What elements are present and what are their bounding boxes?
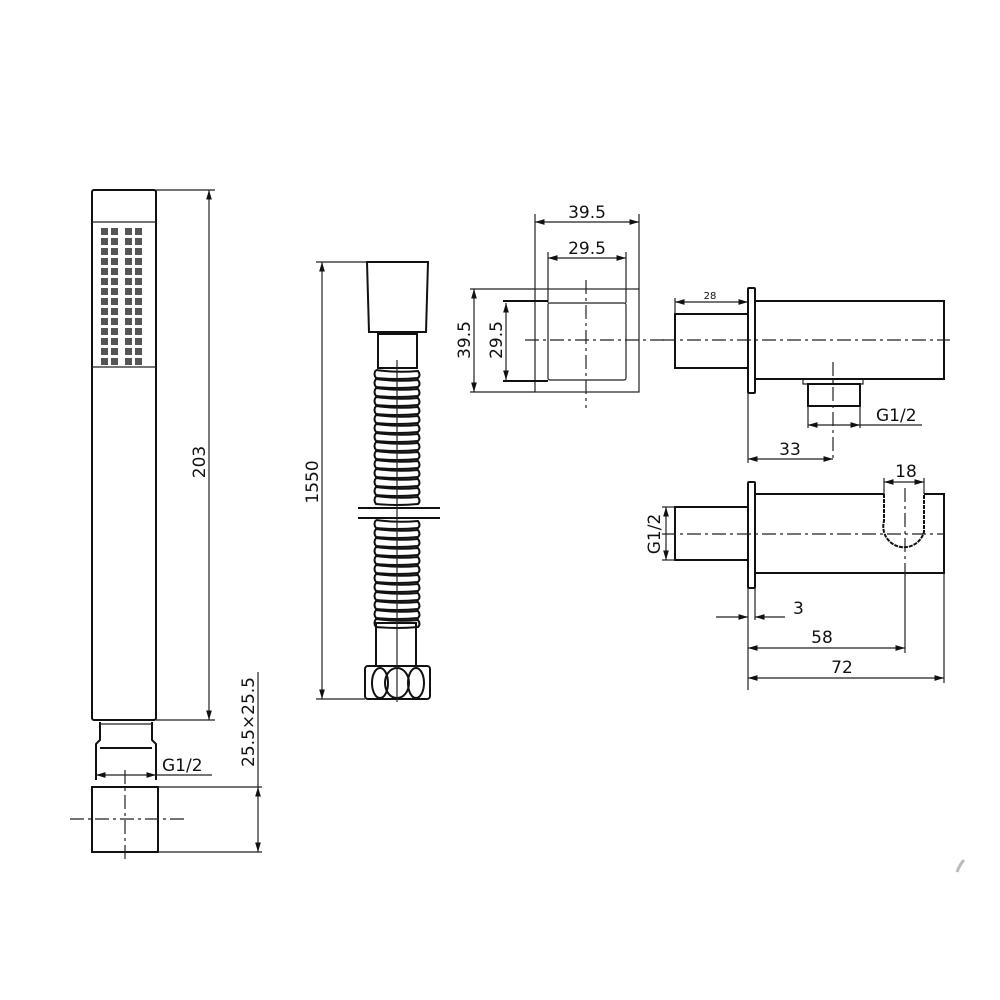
- handset-view: G1/2 203 25.5×25.5: [70, 189, 262, 862]
- side-outlet-offset-label: 33: [779, 440, 801, 460]
- handset-length-label: 203: [190, 446, 210, 478]
- wall-outlet-side-view: 28 G1/2 33: [662, 287, 950, 463]
- wall-outlet-front-view: 39.5 29.5 39.5 29.5: [455, 203, 665, 408]
- spray-nozzles-icon: [101, 228, 142, 365]
- side-outlet-thread-label: G1/2: [876, 406, 917, 426]
- front-outer-width-label: 39.5: [568, 203, 606, 223]
- handset-body: [91, 189, 157, 721]
- handset-section-label: 25.5×25.5: [239, 677, 259, 767]
- stray-mark: [955, 858, 966, 873]
- top-overall-length-label: 72: [831, 658, 853, 678]
- top-inlet-thread-label: G1/2: [645, 514, 665, 555]
- top-holder-position-label: 58: [811, 628, 833, 648]
- top-flange-label: 3: [793, 599, 804, 619]
- hose-length-label: 1550: [303, 460, 323, 503]
- top-holder-width-label: 18: [895, 462, 917, 482]
- front-inner-width-label: 29.5: [568, 239, 606, 259]
- front-inner-height-label: 29.5: [487, 321, 507, 359]
- handset-connector-label: G1/2: [162, 756, 203, 776]
- wall-outlet-top-view: 18 G1/2 3 58 72: [645, 462, 945, 690]
- hose-view: 1550: [303, 261, 440, 702]
- front-outer-height-label: 39.5: [455, 321, 475, 359]
- hose-coil: [373, 369, 421, 629]
- hose-cone-nut: [365, 261, 430, 333]
- side-inlet-length-label: 28: [704, 291, 717, 302]
